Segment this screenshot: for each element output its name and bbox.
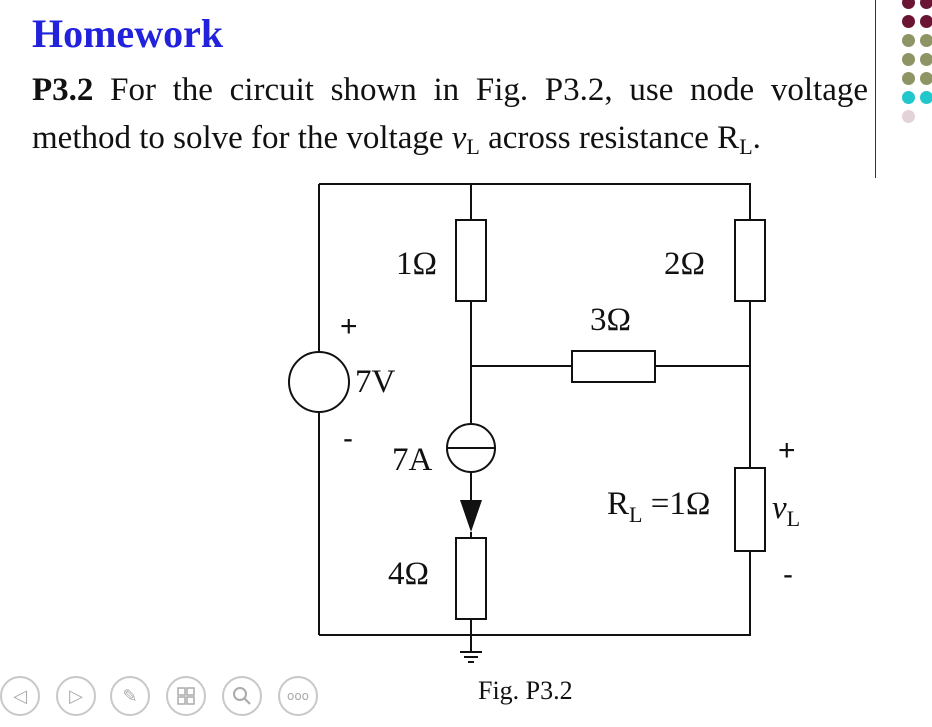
problem-voltage-var: v <box>451 120 467 156</box>
resistor-4ohm <box>455 537 487 620</box>
decor-dot <box>920 15 932 28</box>
decor-dot <box>902 34 915 47</box>
label-load-voltage-var: v <box>772 490 787 526</box>
label-load-voltage-sub: L <box>786 506 801 531</box>
next-slide-button[interactable]: ▷ <box>56 676 96 716</box>
decor-dot <box>920 0 932 9</box>
decor-dot <box>902 72 915 85</box>
label-r3: 3Ω <box>590 302 632 338</box>
pen-icon: ✎ <box>122 685 138 707</box>
more-dots-icon: ooo <box>286 689 310 703</box>
problem-voltage-sub: L <box>466 134 480 159</box>
problem-resistance-sub: L <box>739 134 753 159</box>
zoom-button[interactable] <box>222 676 262 716</box>
decor-dot <box>902 53 915 66</box>
decor-dot <box>902 91 915 104</box>
current-direction-arrow-icon <box>460 500 482 532</box>
label-r4: 4Ω <box>388 556 430 592</box>
decor-dot <box>902 0 915 9</box>
more-options-button[interactable]: ooo <box>278 676 318 716</box>
current-source-symbol <box>446 423 496 473</box>
problem-text-1: For the circuit shown in Fig. P3.2, use … <box>32 72 868 156</box>
label-load-value: =1Ω <box>642 486 711 522</box>
prev-slide-button[interactable]: ◁ <box>0 676 40 716</box>
load-plus-sign: + <box>778 434 796 467</box>
load-minus-sign: - <box>783 558 793 591</box>
pen-tool-button[interactable]: ✎ <box>110 676 150 716</box>
next-arrow-icon: ▷ <box>69 685 83 707</box>
problem-statement: P3.2 For the circuit shown in Fig. P3.2,… <box>32 66 868 162</box>
problem-id: P3.2 <box>32 72 94 108</box>
label-load-voltage: vL <box>772 490 800 530</box>
label-r1: 1Ω <box>396 246 438 282</box>
magnifier-icon <box>233 687 251 705</box>
decor-dot <box>902 15 915 28</box>
decor-dot <box>920 53 932 66</box>
label-source-current: 7A <box>392 442 433 478</box>
slide-title: Homework <box>32 11 224 56</box>
circuit-wires <box>318 183 751 652</box>
slide-sorter-button[interactable] <box>166 676 206 716</box>
resistor-load <box>734 467 766 552</box>
label-load-resistor: RL =1Ω <box>607 486 711 526</box>
resistor-3ohm <box>571 350 656 383</box>
decor-dot <box>920 34 932 47</box>
resistor-1ohm <box>455 219 487 302</box>
problem-text-2: across resistance R <box>479 120 740 156</box>
label-load-sub: L <box>629 502 643 527</box>
label-load-main: R <box>607 486 630 522</box>
decor-dot <box>920 91 932 104</box>
label-source-voltage: 7V <box>355 364 396 400</box>
slides-grid-icon <box>177 687 195 705</box>
problem-text-3: . <box>752 120 761 156</box>
voltage-source-symbol <box>288 351 350 413</box>
decor-dot <box>920 72 932 85</box>
source-plus-sign: + <box>340 310 358 343</box>
ground-icon <box>460 651 482 663</box>
label-r2: 2Ω <box>664 246 706 282</box>
resistor-2ohm <box>734 219 766 302</box>
decor-divider <box>875 0 876 178</box>
prev-arrow-icon: ◁ <box>13 685 27 707</box>
source-minus-sign: - <box>343 422 353 455</box>
figure-caption: Fig. P3.2 <box>478 676 573 705</box>
decor-dot <box>902 110 915 123</box>
